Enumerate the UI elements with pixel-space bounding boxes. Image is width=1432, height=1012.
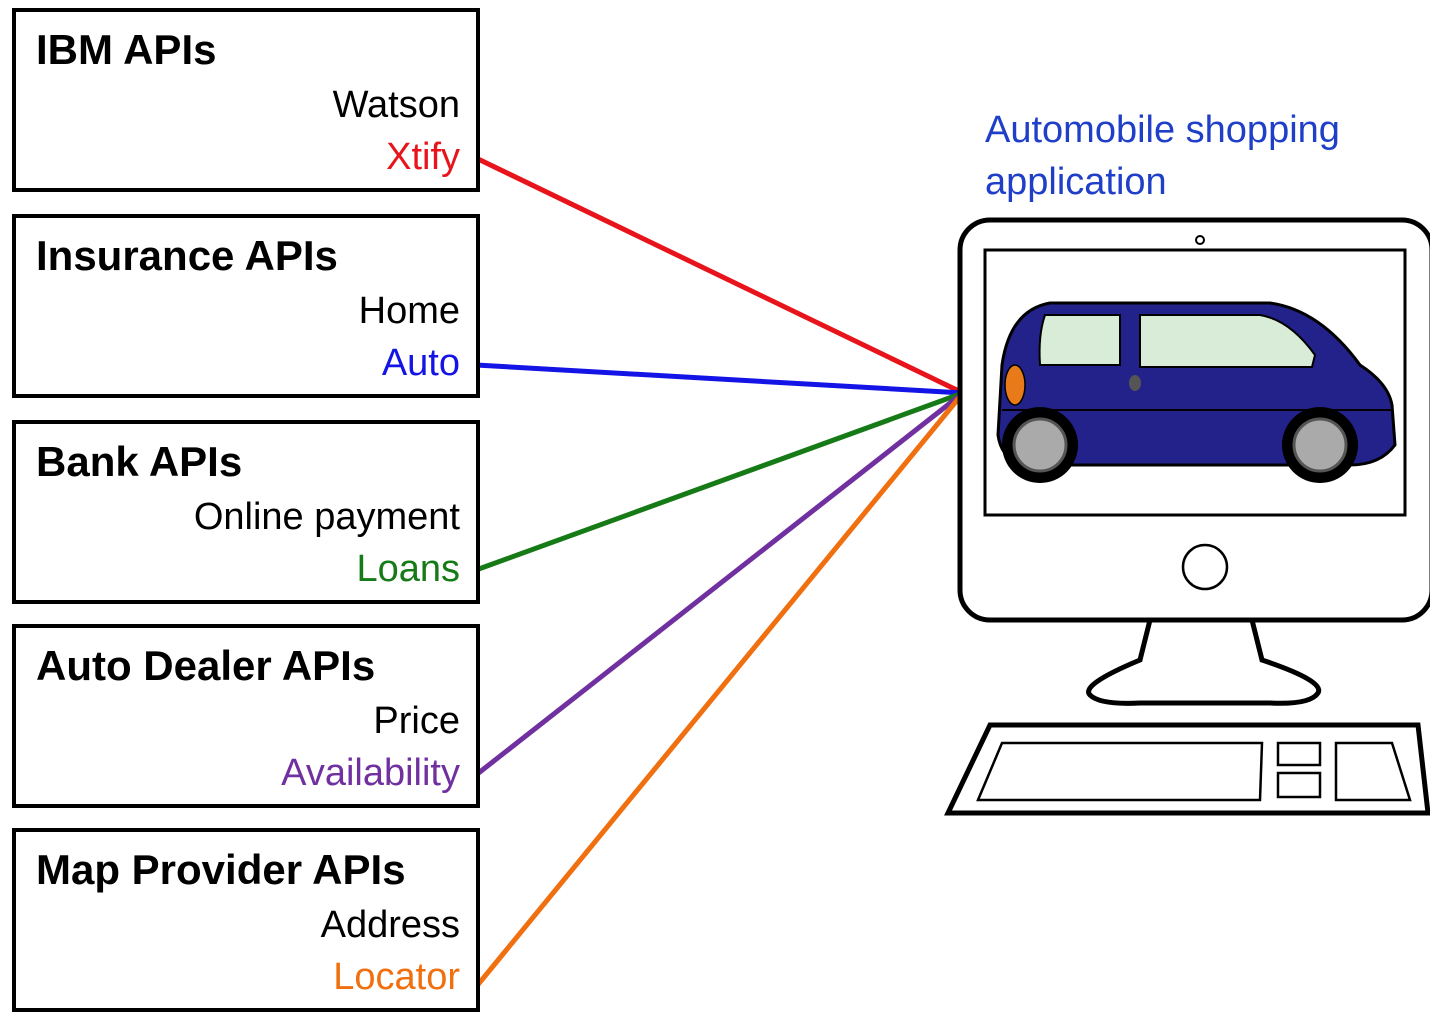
camera-dot (1195, 235, 1205, 245)
keyboard-key (1276, 771, 1322, 799)
connector-loans (475, 390, 964, 573)
application-title: Automobile shopping application (985, 109, 1340, 203)
provider-item: Online payment (193, 496, 460, 538)
provider-item-highlight: Xtify (386, 136, 460, 178)
provider-item-highlight: Auto (381, 342, 460, 384)
provider-item-highlight: Availability (281, 752, 460, 794)
provider-box-auto-dealer: Auto Dealer APIs Price Availability (12, 624, 480, 808)
provider-item: Home (358, 290, 460, 332)
provider-title: Auto Dealer APIs (36, 642, 376, 689)
provider-item: Price (373, 700, 460, 742)
provider-box-bank: Bank APIs Online payment Loans (12, 420, 480, 604)
monitor-stand (1086, 617, 1322, 706)
power-button (1181, 543, 1229, 591)
provider-item: Address (320, 904, 460, 946)
provider-box-map: Map Provider APIs Address Locator (12, 828, 480, 1012)
keyboard-key (1276, 741, 1322, 767)
provider-title: Bank APIs (36, 438, 243, 485)
computer-with-car-icon (944, 217, 1430, 816)
connector-availability (474, 391, 965, 777)
keyboard-keys (976, 741, 1264, 802)
connector-locator (474, 391, 965, 989)
provider-title: Insurance APIs (36, 232, 338, 279)
keyboard-numpad (1334, 741, 1412, 802)
provider-box-insurance: Insurance APIs Home Auto (12, 214, 480, 398)
provider-item-highlight: Loans (356, 548, 460, 590)
provider-item: Watson (332, 84, 460, 126)
provider-title: Map Provider APIs (36, 846, 406, 893)
provider-item-highlight: Locator (333, 956, 460, 998)
connector-xtify (474, 155, 965, 396)
connector-auto (475, 362, 964, 396)
provider-title: IBM APIs (36, 26, 217, 73)
car-icon (996, 301, 1397, 483)
provider-box-ibm: IBM APIs Watson Xtify (12, 8, 480, 192)
